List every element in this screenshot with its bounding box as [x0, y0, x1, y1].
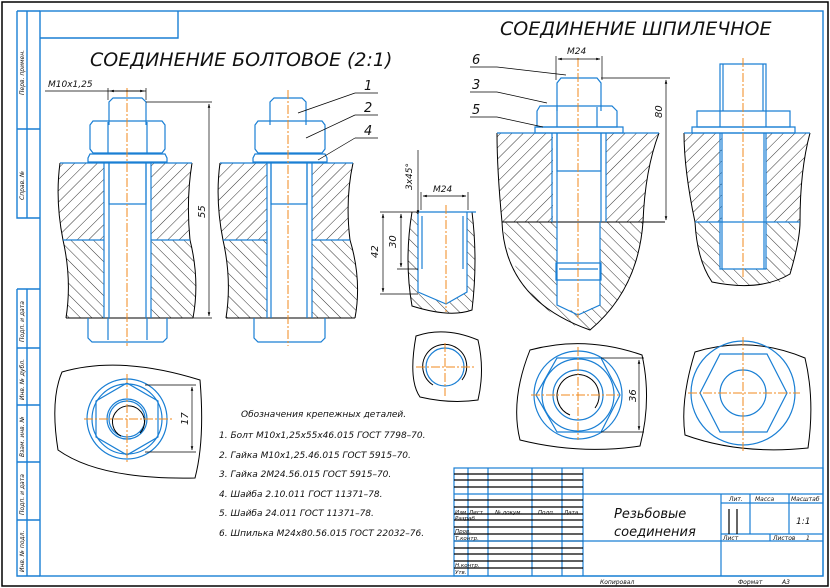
- tb-document-title-line1: Резьбовые: [614, 507, 686, 522]
- tb-header-izm: Изм.: [455, 510, 468, 516]
- dim-stud-nut-size: 36: [628, 389, 639, 402]
- tb-role-tkontr: Т.контр.: [455, 536, 479, 542]
- tb-header-data: Дата: [563, 510, 579, 516]
- tb-mass-label: Масса: [755, 496, 774, 503]
- threaded-hole-view: M24 3x45° 42 30: [370, 150, 476, 314]
- side-stamp-perv-primen: Перв. примен.: [19, 50, 26, 95]
- tb-sheets-label: Листов: [772, 535, 796, 542]
- tb-lit-label: Лит.: [728, 496, 743, 503]
- callout-4: 4: [364, 124, 372, 139]
- side-stamp-inv-dubl: Инв. № дубл.: [19, 359, 26, 400]
- fastener-legend: Обозначения крепежных деталей. 1. Болт M…: [219, 410, 425, 539]
- tb-role-nkontr: Н.контр.: [455, 563, 480, 569]
- legend-item-5: 5. Шайба 24.011 ГОСТ 11371–78.: [219, 509, 374, 519]
- callout-1: 1: [364, 79, 372, 94]
- legend-item-4: 4. Шайба 2.10.011 ГОСТ 11371–78.: [219, 490, 383, 500]
- drawing-frame: [39, 10, 824, 577]
- title-block: Изм. Лист № докум. Подп. Дата Разраб. Пр…: [453, 467, 824, 586]
- stud-connection-title: СОЕДИНЕНИЕ ШПИЛЕЧНОЕ: [500, 18, 772, 40]
- legend-item-1: 1. Болт M10x1,25x55x46.015 ГОСТ 7798–70.: [219, 431, 425, 441]
- legend-item-3: 3. Гайка 2M24.56.015 ГОСТ 5915–70.: [219, 470, 391, 480]
- bolt-connection-title: СОЕДИНЕНИЕ БОЛТОВОЕ (2:1): [90, 49, 392, 71]
- bolt-view-left: [57, 88, 197, 346]
- bolt-callouts: 1 2 4: [297, 79, 378, 161]
- dim-stud-height: 80: [654, 105, 665, 118]
- dim-bolt-nut-size: 17: [180, 412, 191, 425]
- bolt-view-right: [217, 90, 359, 346]
- dim-chamfer: 3x45°: [405, 163, 415, 190]
- legend-item-2: 2. Гайка M10x1,25.46.015 ГОСТ 5915–70.: [219, 451, 411, 461]
- top-left-stamp: [40, 11, 179, 39]
- tb-header-list: Лист: [468, 510, 484, 516]
- side-stamp-podp-data-2: Подп. и дата: [19, 474, 26, 515]
- stud-view-left: [496, 58, 665, 331]
- stud-view-right: [683, 58, 811, 287]
- dim-thread-depth: 30: [388, 235, 399, 248]
- tb-scale-value: 1:1: [796, 517, 810, 527]
- callout-2: 2: [364, 101, 372, 116]
- callout-3: 3: [472, 78, 480, 93]
- tb-sheets-value: 1: [806, 535, 810, 542]
- tb-role-razrab: Разраб.: [455, 516, 477, 522]
- dim-hole-depth: 42: [370, 245, 381, 258]
- tb-header-podp: Подп.: [538, 510, 555, 516]
- tb-document-title-line2: соединения: [614, 525, 696, 540]
- tb-format-label: Формат: [738, 579, 763, 586]
- legend-item-6: 6. Шпилька M24x80.56.015 ГОСТ 22032–76.: [219, 529, 424, 539]
- bolt-dimensions: M10x1,25 55: [45, 80, 212, 319]
- tb-format-value: А3: [781, 579, 790, 586]
- dim-stud-thread: M24: [567, 47, 586, 57]
- tb-sheet-label: Лист: [722, 535, 739, 542]
- side-stamp: Перв. примен. Справ. № Подп. и дата Инв.…: [16, 10, 40, 577]
- tb-header-doc: № докум.: [494, 510, 522, 516]
- callout-5: 5: [472, 103, 480, 118]
- stud-dimensions: M24 80: [555, 47, 670, 221]
- stud-callouts: 6 3 5: [470, 53, 567, 128]
- tb-copied-label: Копировал: [600, 579, 634, 586]
- hole-top-view: [412, 331, 482, 402]
- side-stamp-sprav-no: Справ. №: [19, 171, 26, 200]
- side-stamp-podp-data-1: Подп. и дата: [19, 301, 26, 342]
- side-stamp-vzam-inv: Взам. инв. №: [19, 416, 26, 457]
- stud-top-view: 36: [516, 343, 647, 450]
- bolt-top-view: 17: [54, 364, 203, 479]
- stud-top-view-exterior: [683, 337, 812, 452]
- dim-bolt-thread: M10x1,25: [48, 80, 93, 90]
- dim-hole-thread: M24: [433, 185, 452, 195]
- tb-role-prov: Пров.: [455, 529, 471, 535]
- tb-scale-label: Масштаб: [791, 496, 820, 503]
- dim-bolt-length: 55: [197, 205, 208, 218]
- side-stamp-inv-podl: Инв. № подл.: [19, 531, 26, 572]
- tb-role-utv: Утв.: [455, 570, 467, 576]
- callout-6: 6: [472, 53, 480, 68]
- legend-heading: Обозначения крепежных деталей.: [241, 410, 406, 420]
